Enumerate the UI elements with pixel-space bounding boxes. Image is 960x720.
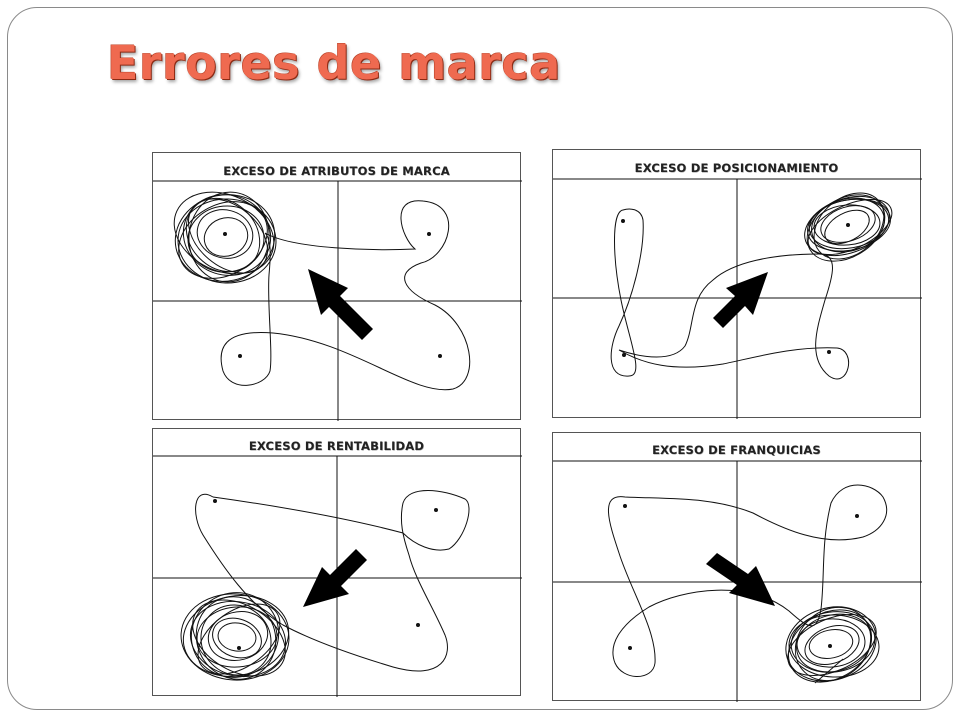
brand-point bbox=[434, 508, 438, 512]
brand-point bbox=[416, 623, 420, 627]
brand-points bbox=[223, 232, 442, 358]
brand-points bbox=[623, 504, 859, 650]
brand-trajectory bbox=[220, 200, 471, 391]
panel-exceso-posicionamiento: EXCESO DE POSICIONAMIENTO bbox=[552, 149, 922, 419]
brand-point bbox=[238, 354, 242, 358]
scribble-tail bbox=[814, 658, 844, 684]
arrow-up-right bbox=[713, 272, 768, 328]
scribble-cluster bbox=[173, 191, 277, 284]
scribble-cluster bbox=[180, 592, 290, 681]
brand-point bbox=[846, 223, 850, 227]
brand-points bbox=[213, 499, 438, 650]
scribble-cluster bbox=[785, 606, 880, 683]
brand-points bbox=[621, 219, 850, 357]
diagram-rentabilidad bbox=[153, 455, 522, 697]
diagram-franquicias bbox=[553, 460, 922, 702]
brand-trajectory bbox=[618, 253, 850, 380]
panel-exceso-rentabilidad: EXCESO DE RENTABILIDAD bbox=[152, 428, 522, 697]
slide-title: Errores de marca bbox=[107, 36, 561, 90]
brand-point bbox=[827, 350, 831, 354]
brand-point bbox=[213, 499, 217, 503]
diagram-posicionamiento bbox=[553, 178, 922, 419]
panel-title-posicionamiento: EXCESO DE POSICIONAMIENTO bbox=[634, 161, 839, 175]
arrow-up-left bbox=[308, 269, 373, 340]
brand-point bbox=[628, 646, 632, 650]
brand-point bbox=[622, 353, 626, 357]
panel-title-franquicias: EXCESO DE FRANQUICIAS bbox=[652, 443, 821, 457]
brand-point bbox=[621, 219, 625, 223]
brand-point bbox=[237, 646, 241, 650]
panel-title-atributos: EXCESO DE ATRIBUTOS DE MARCA bbox=[223, 164, 450, 178]
arrow-down-left bbox=[303, 549, 367, 607]
scribble-cluster bbox=[804, 192, 893, 262]
brand-point bbox=[223, 232, 227, 236]
panel-exceso-franquicias: EXCESO DE FRANQUICIAS bbox=[552, 432, 922, 702]
brand-trajectory bbox=[195, 490, 470, 672]
diagram-atributos bbox=[153, 180, 522, 421]
brand-point bbox=[828, 644, 832, 648]
brand-point bbox=[855, 514, 859, 518]
brand-point bbox=[623, 504, 627, 508]
arrow-down-right bbox=[706, 553, 775, 606]
panel-exceso-atributos: EXCESO DE ATRIBUTOS DE MARCA bbox=[152, 152, 522, 421]
panel-title-rentabilidad: EXCESO DE RENTABILIDAD bbox=[248, 439, 425, 453]
brand-point bbox=[427, 232, 431, 236]
brand-trajectory bbox=[610, 208, 644, 377]
brand-point bbox=[438, 354, 442, 358]
